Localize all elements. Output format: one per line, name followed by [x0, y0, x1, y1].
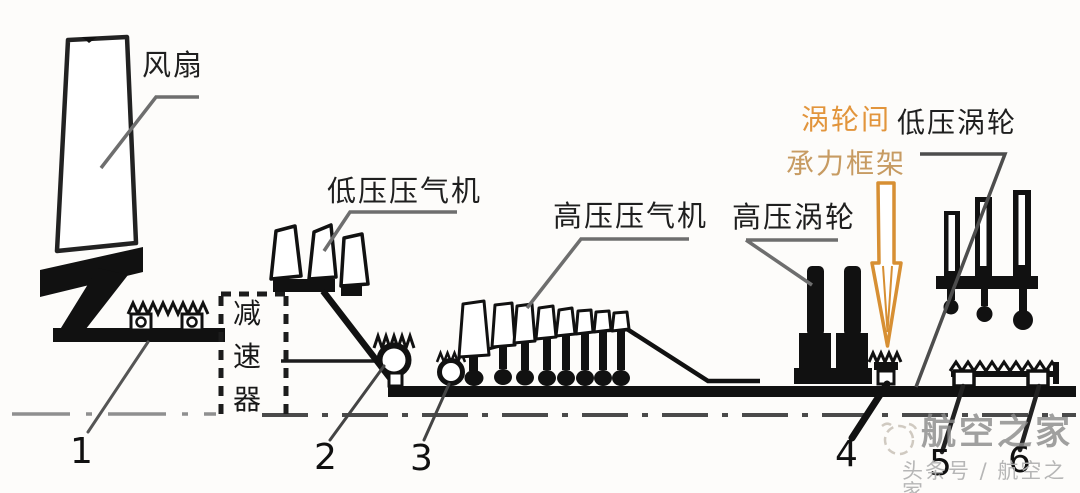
watermark-brand: 航空之家 [921, 413, 1074, 453]
callout-4: 4 [835, 434, 858, 475]
reducer-char-2: 速 [233, 340, 262, 373]
inter-turbine-frame-arrow [870, 181, 903, 348]
watermark-logo-icon [881, 422, 918, 456]
reducer-char-1: 减 [233, 297, 262, 330]
inter-turbine-bearing [867, 349, 903, 386]
label-leader-lines [99, 95, 1008, 388]
callout-2: 2 [314, 437, 337, 478]
hp-compressor [457, 299, 760, 386]
watermark-byline: 头条号 / 航空之家 [902, 459, 1067, 493]
lp-turbine [936, 190, 1038, 330]
hp-compressor-label: 高压压气机 [553, 199, 709, 233]
callout-6: 6 [1008, 440, 1031, 481]
rear-support [948, 359, 1060, 388]
callout-5: 5 [929, 443, 952, 484]
main-shaft [388, 386, 1076, 397]
hp-shaft-bearing [435, 349, 467, 386]
lp-compressor-label: 低压压气机 [327, 174, 483, 208]
reducer-char-3: 器 [233, 383, 262, 416]
reducer-box [218, 291, 385, 418]
hp-turbine [794, 266, 872, 384]
engine-centerline [12, 412, 1076, 417]
callout-leader-lines [86, 340, 1042, 455]
lp-shaft-bearing [372, 331, 416, 388]
inter-turbine-frame-label-line1: 涡轮间 [801, 103, 892, 136]
fan-blade [40, 34, 225, 342]
callout-1: 1 [70, 431, 93, 472]
inter-turbine-frame-label-line2: 承力框架 [786, 147, 907, 180]
reducer-label: 减 速 器 [233, 300, 261, 414]
hp-turbine-label: 高压涡轮 [732, 200, 857, 234]
fan-label: 风扇 [142, 48, 205, 82]
front-bearing [126, 299, 210, 332]
callout-3: 3 [410, 438, 433, 479]
lp-turbine-label: 低压涡轮 [897, 106, 1018, 139]
